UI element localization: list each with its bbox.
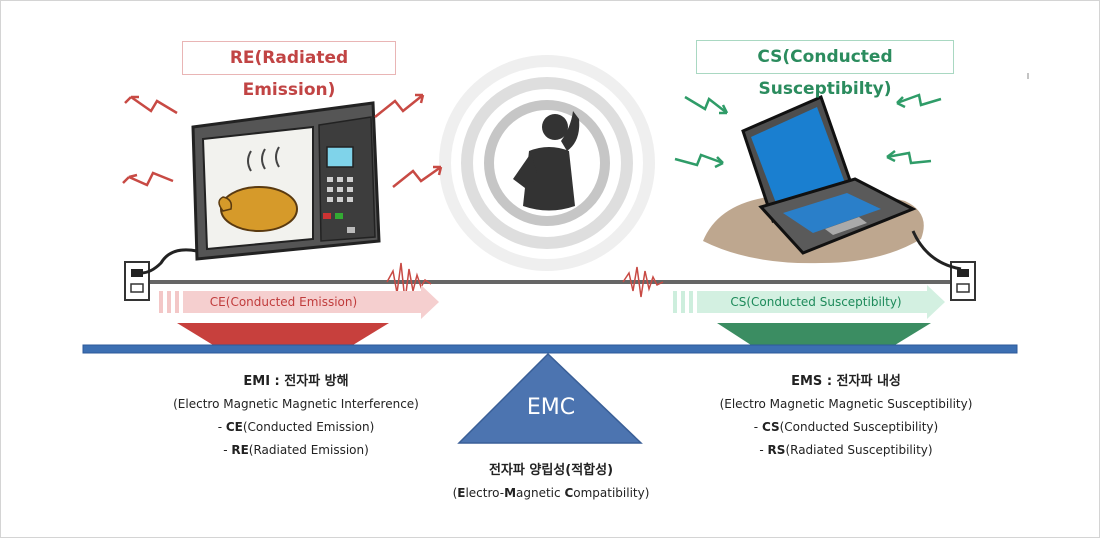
emi-re-abbr: RE (231, 443, 249, 457)
microwave-icon (140, 101, 381, 275)
noise-wave-right (622, 266, 664, 298)
emc-ompatibility: ompatibility) (573, 486, 650, 500)
ems-cs-abbr: CS (761, 420, 780, 434)
emc-fullname: (Electro-Magnetic Compatibility) (396, 482, 706, 505)
emi-weight-trapezoid (177, 323, 389, 345)
ce-arrow (159, 285, 439, 319)
cs-title-box: CS(Conducted Susceptibilty) (696, 40, 954, 99)
radiation-rings (439, 55, 655, 271)
emi-fullname: (Electro Magnetic Magnetic Interference) (173, 397, 419, 411)
re-title-box: RE(Radiated Emission) (182, 41, 396, 100)
emc-paren: ( (452, 486, 458, 500)
emi-re-rest: (Radiated Emission) (248, 443, 369, 457)
ce-arrow-label: CE(Conducted Emission) (209, 295, 358, 309)
ems-heading: EMS : 전자파 내성 (791, 374, 901, 389)
left-outlet-icon (124, 261, 150, 301)
noise-wave-left (386, 262, 432, 302)
emc-m: M (504, 486, 517, 500)
cs-arrow-label: CS(Conducted Susceptibilty) (730, 295, 902, 309)
emc-c: C (564, 486, 574, 500)
emi-ce-rest: (Conducted Emission) (242, 420, 375, 434)
emi-caption: EMI : 전자파 방해 (Electro Magnetic Magnetic … (131, 370, 461, 462)
emc-e: E (457, 486, 466, 500)
ems-rs-abbr: RS (767, 443, 786, 457)
confused-person-icon (513, 111, 580, 211)
emc-triangle-label: EMC (526, 395, 576, 420)
laptop-icon (703, 94, 962, 271)
ems-fullname: (Electro Magnetic Magnetic Susceptibilit… (719, 397, 973, 411)
emi-heading: EMI : 전자파 방해 (243, 374, 349, 389)
ems-weight-trapezoid (717, 323, 931, 345)
balance-beam (82, 344, 1018, 354)
conducted-susceptibility-arrows (674, 93, 942, 169)
cs-arrow (673, 285, 945, 319)
emi-ce-line: - CE(Conducted Emission) (217, 420, 375, 434)
emc-lectro: lectro- (465, 486, 505, 500)
ems-rs-rest: (Radiated Susceptibility) (785, 443, 933, 457)
emc-agnetic: agnetic (516, 486, 565, 500)
emc-heading: 전자파 양립성(적합성) (488, 463, 614, 478)
ems-rs-line: - RS(Radiated Susceptibility) (759, 443, 933, 457)
emc-fulcrum-triangle (457, 352, 643, 444)
ems-cs-rest: (Conducted Susceptibility) (779, 420, 939, 434)
emi-ce-abbr: CE (225, 420, 243, 434)
radiated-emission-arrows (122, 93, 443, 188)
emc-caption: 전자파 양립성(적합성) (Electro-Magnetic Compatibi… (396, 459, 706, 505)
right-outlet-icon (950, 261, 976, 301)
ems-caption: EMS : 전자파 내성 (Electro Magnetic Magnetic … (681, 370, 1011, 462)
emi-re-line: - RE(Radiated Emission) (223, 443, 369, 457)
ems-cs-line: - CS(Conducted Susceptibility) (753, 420, 939, 434)
